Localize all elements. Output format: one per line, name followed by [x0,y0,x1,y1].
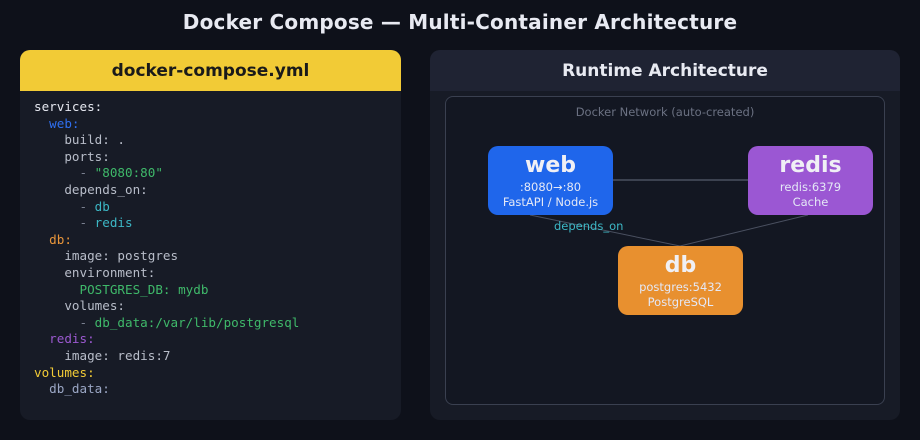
node-db-name: db [664,253,697,278]
yaml-token: - [79,314,95,330]
yaml-line: db: [34,232,387,249]
yaml-token: volumes: [64,298,126,314]
node-web[interactable]: web :8080→:80 FastAPI / Node.js [488,146,613,215]
node-db-port: postgres:5432 [639,280,722,294]
node-redis-name: redis [779,153,842,178]
yaml-token: build: . [64,132,126,148]
yaml-token: db_data: [49,381,110,397]
yaml-token: POSTGRES_DB: mydb [79,281,209,297]
yaml-token: image: redis:7 [64,347,171,363]
yaml-token: redis: [49,331,95,347]
yaml-token: db: [49,231,72,247]
yaml-line: ports: [34,149,387,166]
yaml-token: db_data:/var/lib/postgresql [94,314,300,330]
node-db[interactable]: db postgres:5432 PostgreSQL [618,246,743,315]
yaml-token: volumes: [34,364,95,380]
yaml-line: - "8080:80" [34,165,387,182]
yaml-token: web: [49,115,80,131]
yaml-line: POSTGRES_DB: mydb [34,282,387,299]
yaml-token: depends_on: [64,181,148,197]
node-redis[interactable]: redis redis:6379 Cache [748,146,873,215]
yaml-line: image: redis:7 [34,348,387,365]
yaml-token: - [79,165,95,181]
node-redis-port: redis:6379 [779,180,842,194]
edges-layer [529,179,809,247]
edge-redis-db [679,214,809,247]
yaml-line: - db_data:/var/lib/postgresql [34,315,387,332]
yaml-line: redis: [34,331,387,348]
architecture-panel: Runtime Architecture Docker Network (aut… [430,50,900,420]
node-db-desc: PostgreSQL [647,294,714,309]
docker-network-label: Docker Network (auto-created) [575,105,755,119]
yaml-line: db_data: [34,381,387,398]
yaml-token: - [79,198,95,214]
yaml-token: ports: [64,148,110,164]
page-title: Docker Compose — Multi-Container Archite… [182,10,738,34]
yaml-line: image: postgres [34,248,387,265]
yaml-line: environment: [34,265,387,282]
yaml-line: web: [34,116,387,133]
yaml-line: - redis [34,215,387,232]
node-web-port: :8080→:80 [519,180,582,194]
yaml-line: - db [34,199,387,216]
edge-web-db [529,214,681,247]
node-redis-desc: Cache [792,194,829,209]
node-web-desc: FastAPI / Node.js [502,194,599,209]
yaml-line: volumes: [34,365,387,382]
node-web-name: web [525,153,576,178]
yaml-token: environment: [64,264,156,280]
yaml-token: - [79,215,95,231]
yaml-panel-header: docker-compose.yml [20,50,401,91]
yaml-token: services: [34,99,103,114]
architecture-panel-header: Runtime Architecture [430,50,900,91]
yaml-token: db [94,198,110,214]
yaml-token: redis [94,215,133,231]
yaml-code-block: services: web: build: . ports: - "8080:8… [20,91,401,406]
edge-label-depends-on: depends_on [554,219,624,233]
yaml-token: "8080:80" [94,165,163,181]
yaml-line: depends_on: [34,182,387,199]
yaml-line: volumes: [34,298,387,315]
yaml-token: image: postgres [64,248,179,264]
yaml-line: build: . [34,132,387,149]
yaml-panel: docker-compose.yml services: web: build:… [20,50,401,420]
yaml-line: services: [34,99,387,116]
